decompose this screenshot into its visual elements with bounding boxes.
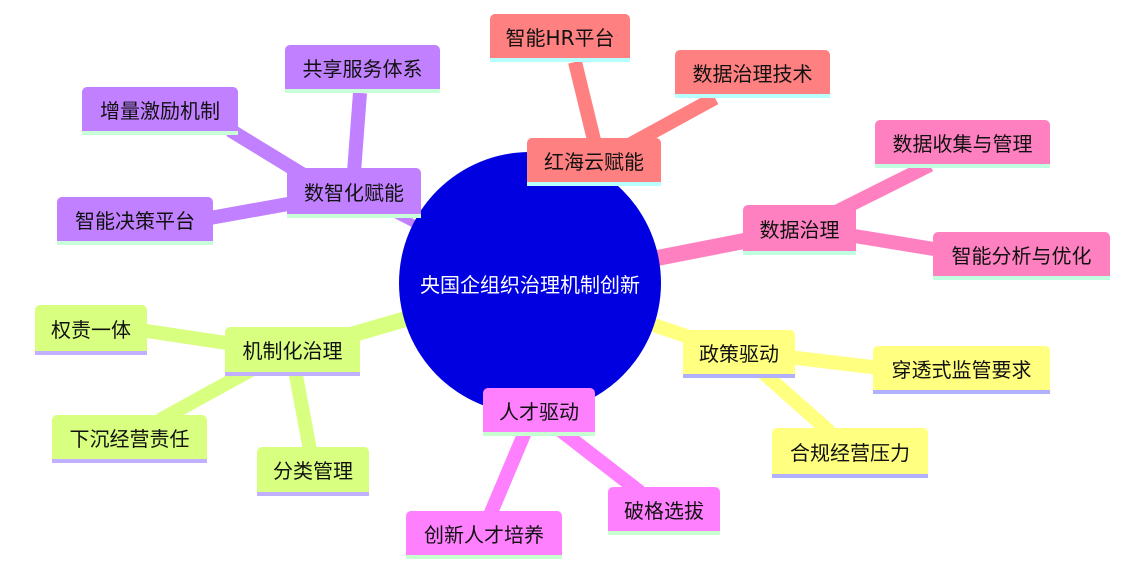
node-responsibility[interactable]: 权责一体 [35,305,147,355]
edge [779,349,881,375]
edge [347,92,367,173]
node-smart-hr-platform[interactable]: 智能HR平台 [490,14,630,62]
edge [288,368,317,452]
branch-data-governance[interactable]: 数据治理 [743,205,856,255]
edge [555,424,645,498]
node-data-governance-tech[interactable]: 数据治理技术 [675,50,830,98]
branch-talent[interactable]: 人才驱动 [483,388,595,436]
central-topic-label: 央国企组织治理机制创新 [420,272,640,297]
node-decision-platform[interactable]: 智能决策平台 [57,197,213,245]
node-compliance[interactable]: 合规经营压力 [772,428,928,478]
node-shared-services[interactable]: 共享服务体系 [285,45,440,93]
branch-hongyun[interactable]: 红海云赋能 [527,138,661,186]
node-incentive[interactable]: 增量激励机制 [82,87,238,135]
branch-policy[interactable]: 政策驱动 [683,330,795,378]
central-topic[interactable]: 央国企组织治理机制创新 [399,152,661,414]
edge [483,429,532,518]
node-data-collection[interactable]: 数据收集与管理 [875,120,1050,168]
edge [138,323,242,352]
node-analysis[interactable]: 智能分析与优化 [933,232,1110,280]
node-classification[interactable]: 分类管理 [257,447,369,496]
edge [755,364,835,438]
node-selection[interactable]: 破格选拔 [608,487,720,535]
node-operation-duty[interactable]: 下沉经营责任 [52,415,207,463]
edge [568,60,601,142]
node-talent-training[interactable]: 创新人才培养 [406,511,562,559]
branch-digital[interactable]: 数智化赋能 [287,168,421,218]
node-supervision[interactable]: 穿透式监管要求 [873,346,1050,394]
branch-mechanism[interactable]: 机制化治理 [225,327,360,376]
